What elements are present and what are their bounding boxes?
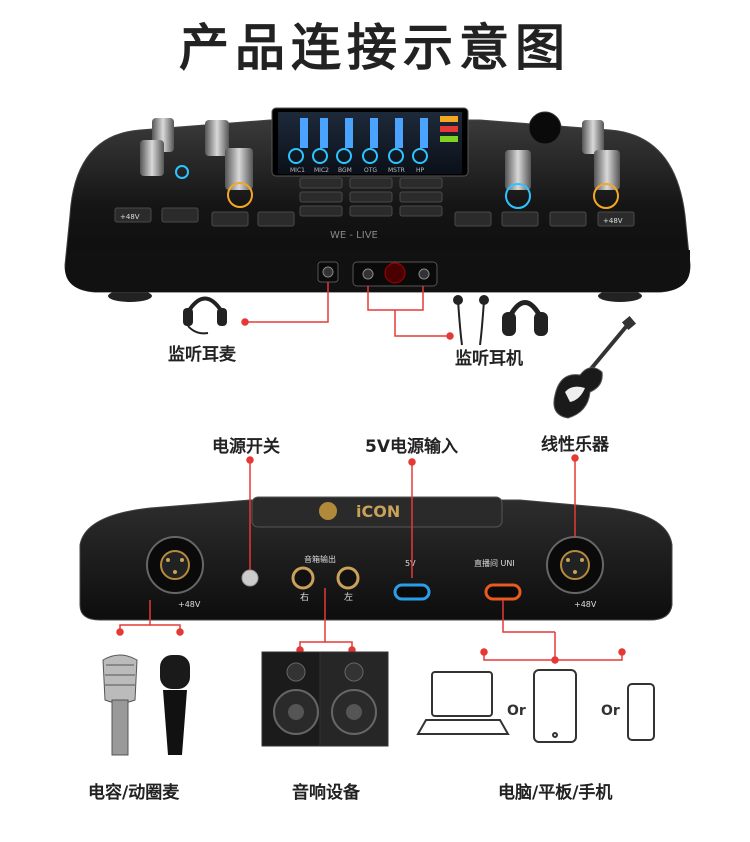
knobs-right: [505, 111, 620, 209]
channel-label: HP: [416, 167, 425, 174]
phantom-right-label: +48V: [603, 217, 623, 225]
left-channel-label: 左: [344, 591, 353, 603]
mixer-bottom-buttons: [114, 207, 635, 227]
or-label-1: Or: [507, 703, 526, 719]
dynamic-mic-icon: [160, 655, 190, 755]
page-title: 产品连接示意图: [179, 19, 571, 77]
label-speakers: 音响设备: [292, 783, 360, 803]
device-brand-text: WE - LIVE: [330, 230, 378, 241]
tablet-icon: [533, 669, 577, 743]
channel-label: OTG: [364, 167, 377, 174]
channel-label: MIC2: [314, 167, 329, 174]
guitar-icon: [553, 315, 637, 419]
screen-channel-labels: MIC1 MIC2 BGM OTG MSTR HP: [290, 167, 425, 174]
port-uni-label: 直播间 UNI: [474, 558, 515, 568]
connector-lines: [116, 282, 626, 664]
audio-out-label: 音箱输出: [304, 554, 336, 564]
label-line-instrument: 线性乐器: [541, 435, 609, 455]
input-2-phantom: +48V: [178, 600, 201, 609]
input-1-phantom: +48V: [574, 600, 597, 609]
channel-label: MIC1: [290, 167, 305, 174]
channel-label: MSTR: [388, 167, 405, 174]
label-mic-types: 电容/动圈麦: [88, 783, 180, 803]
channel-label: BGM: [338, 167, 352, 174]
or-label-2: Or: [601, 703, 620, 719]
speakers-icon: [261, 651, 389, 747]
mixer-device: MIC1 MIC2 BGM OTG MSTR HP WE - LIVE: [64, 107, 691, 302]
knobs-left: [140, 118, 253, 208]
front-jacks: [317, 261, 438, 287]
laptop-icon: [416, 671, 510, 735]
condenser-mic-icon: [102, 654, 138, 756]
label-devices: 电脑/平板/手机: [498, 783, 613, 803]
headset-icon: [183, 296, 227, 335]
port-5v-label: 5V: [405, 559, 416, 568]
label-monitor-headset: 监听耳麦: [168, 345, 236, 365]
headphones-icon: [502, 300, 548, 336]
phone-icon: [627, 683, 655, 741]
earphones-icon: [453, 295, 489, 346]
label-monitor-headphones: 监听耳机: [455, 349, 523, 369]
right-channel-label: 右: [300, 591, 309, 603]
screen-meters: [288, 116, 458, 164]
rear-brand: iCON: [356, 502, 400, 521]
rear-panel-device: iCON 音箱输出 右 左 5V 直播间 UNI +48V +48V: [79, 496, 673, 621]
center-buttons: [299, 177, 443, 217]
label-power-switch: 电源开关: [212, 437, 280, 457]
label-power-input: 5V电源输入: [365, 437, 458, 457]
phantom-left-label: +48V: [120, 213, 140, 221]
